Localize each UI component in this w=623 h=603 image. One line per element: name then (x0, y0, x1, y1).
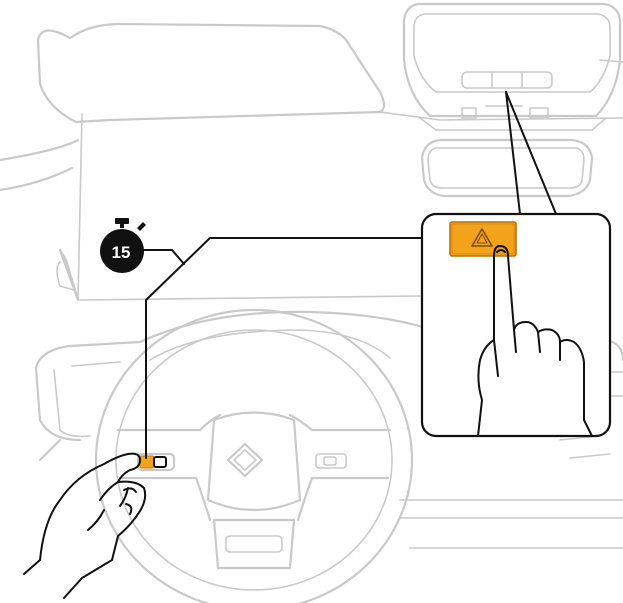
windshield-lower-edge (78, 114, 420, 300)
overhead-light-panel (462, 72, 552, 88)
timer-value: 15 (112, 243, 131, 262)
zoom-box (422, 214, 610, 436)
hazard-warning-button (450, 222, 516, 256)
a-pillar-left (0, 140, 78, 300)
callout-timer-line (140, 250, 184, 264)
left-spoke-switch (138, 454, 174, 470)
timer-icon: 15 (100, 218, 146, 273)
hand-on-steering-wheel-icon (24, 454, 145, 598)
windshield (38, 24, 384, 122)
right-spoke-switch (316, 454, 346, 468)
overhead-console-inner (414, 14, 610, 92)
steering-wheel-rim-inner (116, 330, 392, 590)
overhead-console (404, 4, 620, 116)
roof-line-right (380, 60, 623, 120)
brand-logo-icon (228, 444, 262, 476)
callout-button-line (146, 238, 426, 458)
